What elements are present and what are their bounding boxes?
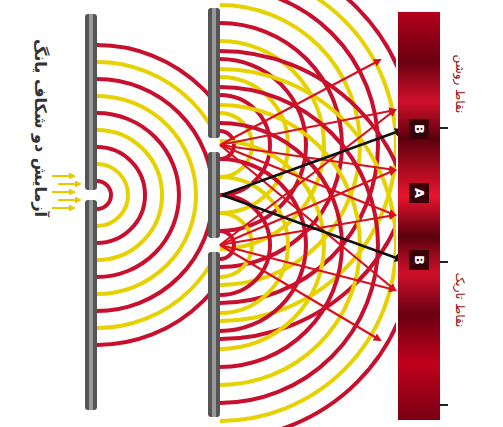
wave-front bbox=[97, 96, 196, 294]
wave-front bbox=[97, 181, 111, 209]
title: آزمایش دو شکاف یانگ bbox=[31, 39, 50, 217]
wave-front bbox=[97, 113, 179, 277]
bright-points-label: نقاط روشن bbox=[453, 55, 467, 114]
wave-front bbox=[220, 141, 324, 349]
wave-front bbox=[220, 87, 378, 403]
wave-front bbox=[97, 147, 145, 243]
wave-front bbox=[97, 79, 209, 311]
ray-arrow bbox=[220, 245, 395, 290]
wave-front bbox=[97, 130, 162, 260]
ray-arrow bbox=[220, 145, 395, 290]
wave-front bbox=[220, 51, 396, 427]
wave-front bbox=[220, 159, 306, 331]
ray-arrow bbox=[220, 60, 380, 145]
incoming-light bbox=[58, 199, 80, 201]
wave-front bbox=[97, 62, 209, 328]
ray-arrow bbox=[220, 110, 395, 145]
incoming-light bbox=[58, 183, 80, 185]
wave-front bbox=[97, 164, 128, 226]
point-letter: A bbox=[412, 188, 427, 198]
ray-arrow bbox=[220, 245, 380, 340]
ray-arrow bbox=[220, 215, 395, 245]
incoming-light bbox=[52, 191, 74, 193]
point-letter: B bbox=[412, 124, 427, 134]
wave-front bbox=[97, 45, 209, 345]
point-letter: B bbox=[412, 255, 427, 265]
ray-arrow bbox=[220, 170, 395, 245]
incoming-light bbox=[52, 175, 74, 177]
incoming-light bbox=[52, 207, 74, 209]
dark-points-label: نقاط تاریک bbox=[453, 273, 467, 328]
